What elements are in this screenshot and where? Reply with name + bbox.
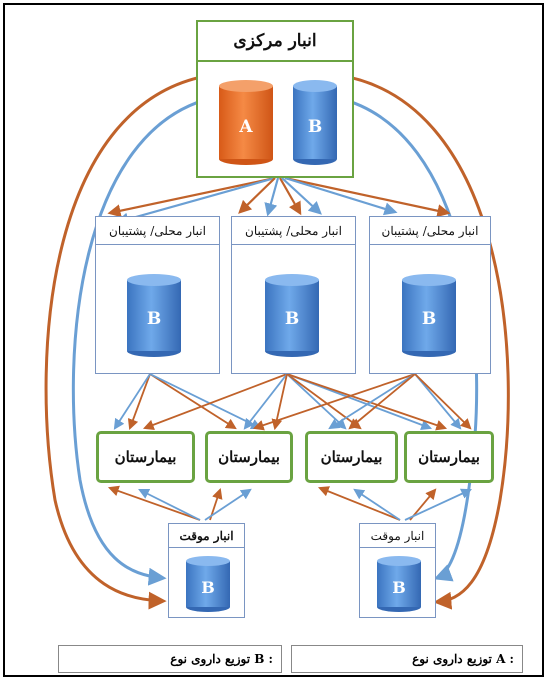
temp-warehouse-left: انبار موقت B [168, 523, 245, 618]
temp-warehouse-right-cylinder: B [377, 556, 421, 612]
local-warehouse-1-title: انبار محلی/ پشتیبان [96, 217, 219, 245]
local-warehouse-3-cylinder: B [402, 274, 456, 357]
hospital-2: بیمارستان [205, 431, 293, 483]
loop-a-right [337, 73, 510, 610]
local-warehouse-1-cylinder: B [127, 274, 181, 357]
temp-warehouse-left-cylinder: B [186, 556, 230, 612]
loop-b-right [337, 96, 479, 582]
cylinder-b-label: B [308, 117, 322, 137]
local-warehouse-3-title: انبار محلی/ پشتیبان [370, 217, 490, 245]
local-warehouse-3: انبار محلی/ پشتیبان B [369, 216, 491, 374]
svg-text:B: B [201, 578, 215, 597]
svg-text:B: B [147, 309, 161, 329]
temp-warehouse-right-title: انبار موقت [360, 524, 435, 548]
hospital-1: بیمارستان [96, 431, 195, 483]
local-warehouse-2-cylinder: B [265, 274, 319, 357]
legend-b-text: توزیع داروی نوع B : [170, 652, 273, 666]
legend-b-box: توزیع داروی نوع B : [58, 645, 282, 673]
local-warehouse-2: انبار محلی/ پشتیبان B [231, 216, 356, 374]
legend-a-box: توزیع داروی نوع A : [291, 645, 523, 673]
central-warehouse-title: انبار مرکزی [198, 22, 352, 62]
loop-b-left [71, 96, 213, 586]
svg-text:B: B [285, 309, 299, 329]
central-warehouse: انبار مرکزی A B [196, 20, 354, 178]
cylinder-a-label: A [238, 117, 253, 137]
temp-warehouse-right: انبار موقت B [359, 523, 436, 618]
svg-text:B: B [392, 578, 406, 597]
hospital-4: بیمارستان [404, 431, 494, 483]
temp-warehouse-left-title: انبار موقت [169, 524, 244, 548]
loop-a-left [44, 73, 213, 610]
local-warehouse-2-title: انبار محلی/ پشتیبان [232, 217, 355, 245]
legend-a-text: توزیع داروی نوع A : [412, 652, 514, 666]
svg-text:B: B [422, 309, 436, 329]
diagram-frame [3, 3, 544, 677]
cylinder-b-central: B [293, 80, 337, 165]
local-warehouse-1: انبار محلی/ پشتیبان B [95, 216, 220, 374]
hospital-3: بیمارستان [305, 431, 398, 483]
cylinder-a: A [219, 80, 273, 165]
